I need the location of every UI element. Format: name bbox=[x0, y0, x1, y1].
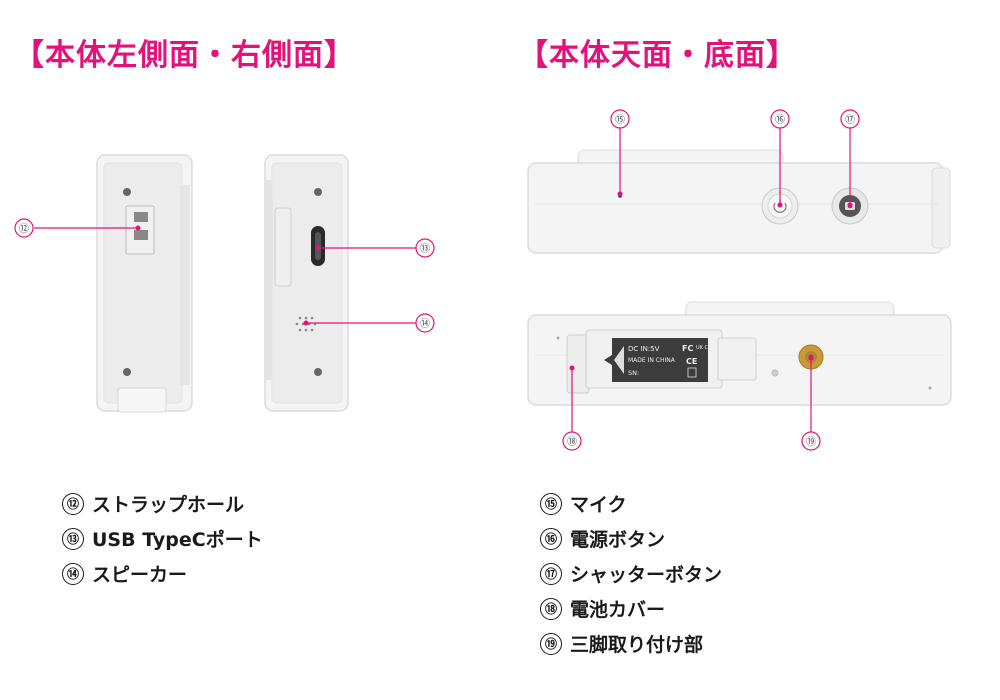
callout-19: ⑲ bbox=[806, 436, 816, 448]
legend-label: 三脚取り付け部 bbox=[570, 634, 704, 656]
section-title-right: 【本体天面・底面】 bbox=[518, 38, 797, 73]
strap-hole bbox=[125, 205, 155, 255]
label-ce-mark: CE bbox=[686, 357, 697, 366]
label-ukca-mark: UK CA bbox=[696, 345, 712, 351]
legend-item-battery-cover: ⑱ 電池カバー bbox=[540, 595, 665, 622]
callout-16: ⑯ bbox=[775, 114, 785, 126]
legend-label: マイク bbox=[570, 494, 627, 516]
camera-left-side-view bbox=[96, 154, 193, 413]
label-sn: SN: bbox=[628, 369, 639, 377]
legend-item-shutter-button: ⑰ シャッターボタン bbox=[540, 560, 722, 587]
callout-12: ⑫ bbox=[19, 223, 29, 235]
legend-item-usb-port: ⑬ USB TypeCポート bbox=[62, 525, 263, 552]
legend-label: USB TypeCポート bbox=[92, 529, 263, 551]
legend-item-microphone: ⑮ マイク bbox=[540, 490, 627, 517]
callout-14: ⑭ bbox=[420, 318, 430, 330]
legend-number: ⑱ bbox=[540, 597, 562, 620]
camera-illustrations: DC IN:5V MADE IN CHINA SN: FC UK CA CE bbox=[14, 109, 952, 451]
legend-item-speaker: ⑭ スピーカー bbox=[62, 560, 187, 587]
rating-label: DC IN:5V MADE IN CHINA SN: FC UK CA CE bbox=[604, 338, 712, 382]
legend-label: ストラップホール bbox=[92, 494, 245, 516]
legend-number: ⑲ bbox=[540, 632, 562, 655]
section-title-left: 【本体左側面・右側面】 bbox=[14, 38, 355, 73]
legend-item-tripod-mount: ⑲ 三脚取り付け部 bbox=[540, 630, 703, 657]
legend-number: ⑬ bbox=[62, 527, 84, 550]
legend-label: シャッターボタン bbox=[570, 564, 723, 586]
callout-18: ⑱ bbox=[567, 436, 577, 448]
legend-number: ⑫ bbox=[62, 492, 84, 515]
label-fcc-mark: FC bbox=[682, 344, 693, 353]
camera-bottom-view: DC IN:5V MADE IN CHINA SN: FC UK CA CE bbox=[527, 301, 952, 406]
callout-13: ⑬ bbox=[420, 243, 430, 255]
legend-number: ⑰ bbox=[540, 562, 562, 585]
legend-number: ⑯ bbox=[540, 527, 562, 550]
legend-label: 電源ボタン bbox=[570, 529, 666, 551]
camera-right-side-view bbox=[264, 154, 349, 412]
label-dc-in: DC IN:5V bbox=[628, 345, 660, 353]
callout-17: ⑰ bbox=[845, 114, 855, 126]
legend-item-power-button: ⑯ 電源ボタン bbox=[540, 525, 665, 552]
legend-label: 電池カバー bbox=[570, 599, 666, 621]
camera-top-view bbox=[527, 149, 951, 254]
legend-item-strap-hole: ⑫ ストラップホール bbox=[62, 490, 244, 517]
legend-number: ⑮ bbox=[540, 492, 562, 515]
legend-number: ⑭ bbox=[62, 562, 84, 585]
callout-15: ⑮ bbox=[615, 114, 625, 126]
label-made-in: MADE IN CHINA bbox=[628, 357, 676, 364]
legend-label: スピーカー bbox=[92, 564, 188, 586]
